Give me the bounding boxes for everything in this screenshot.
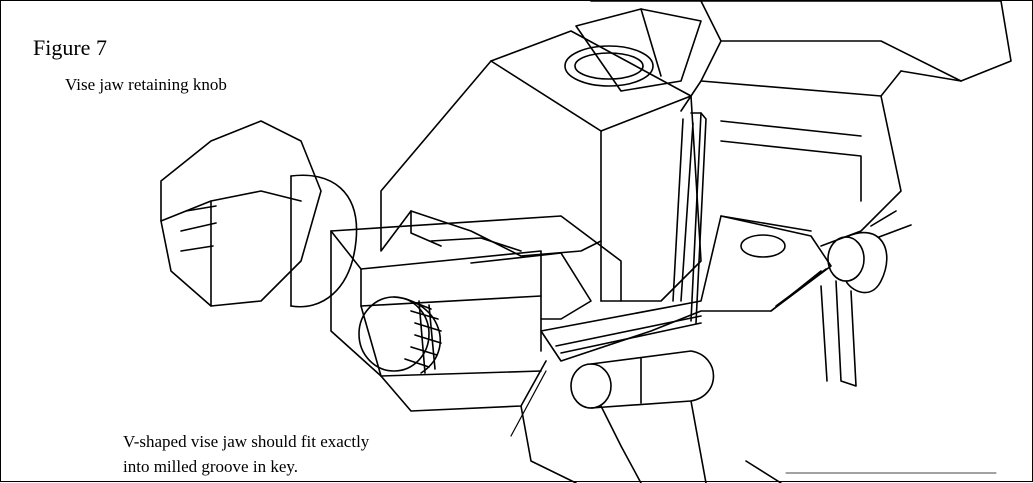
key-blade [541, 216, 831, 361]
right-roller [821, 211, 911, 386]
vise-jaw-note-line-1: V-shaped vise jaw should fit exactly [123, 432, 370, 451]
machine-housing [591, 1, 1011, 246]
retaining-knob-label: Vise jaw retaining knob [65, 75, 227, 94]
vise-jaw-note: V-shaped vise jaw should fit exactly int… [123, 429, 369, 479]
jaw-leader-line [511, 371, 546, 436]
vise-jaw-note-line-2: into milled groove in key. [123, 457, 299, 476]
vise-base [331, 216, 621, 411]
cutter-head [381, 31, 706, 323]
support-legs [521, 401, 781, 483]
retaining-knob-illustration [161, 121, 357, 307]
knurled-knob [359, 297, 441, 373]
cutter-shaft [565, 9, 701, 91]
lower-roller [571, 351, 714, 408]
figure-title: Figure 7 [33, 35, 107, 60]
